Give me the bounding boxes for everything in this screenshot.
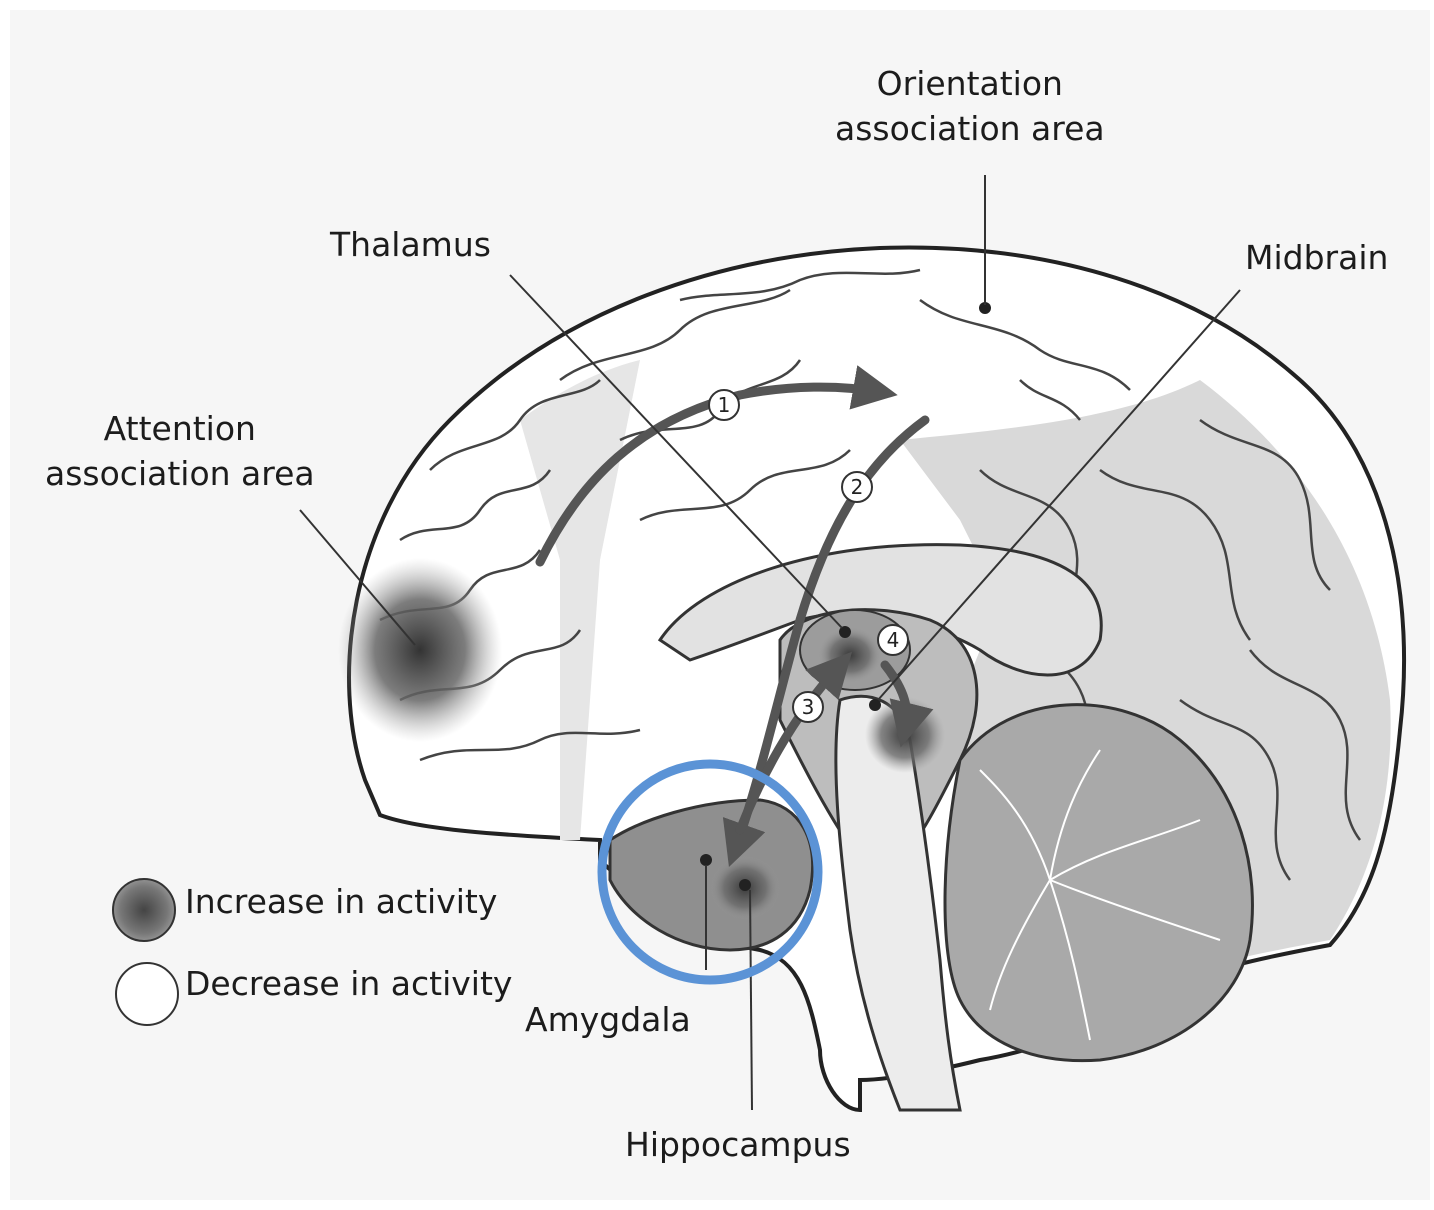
label-hippocampus: Hippocampus (625, 1123, 851, 1168)
label-amygdala: Amygdala (525, 998, 691, 1043)
label-orientation-area: Orientation association area (835, 62, 1105, 151)
legend-increase-label: Increase in activity (185, 880, 497, 925)
legend-decrease-label: Decrease in activity (185, 962, 512, 1007)
step-badge-1: 1 (718, 393, 731, 417)
legend-increase-swatch (112, 878, 176, 942)
label-orientation-line2: association area (835, 107, 1105, 152)
label-attention-line1: Attention (45, 407, 315, 452)
step-badge-2: 2 (851, 475, 864, 499)
label-attention-area: Attention association area (45, 407, 315, 496)
step-badge-3: 3 (802, 695, 815, 719)
attention-activity-spot (338, 558, 502, 742)
step-badge-4: 4 (887, 628, 900, 652)
label-midbrain: Midbrain (1245, 236, 1388, 281)
label-thalamus: Thalamus (330, 223, 491, 268)
legend-decrease-swatch (115, 962, 179, 1026)
label-attention-line2: association area (45, 452, 315, 497)
label-orientation-line1: Orientation (835, 62, 1105, 107)
